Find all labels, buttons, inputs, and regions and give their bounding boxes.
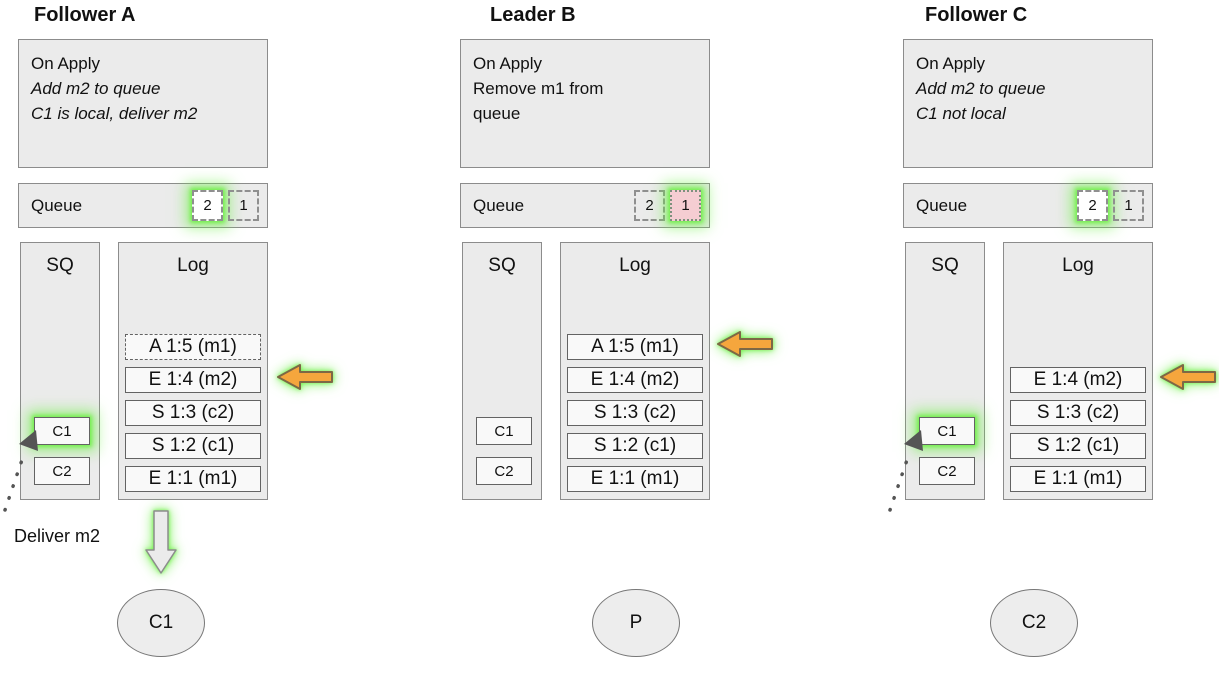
on-apply-line: On Apply <box>473 54 542 73</box>
node-follower-a: Follower A On Apply Add m2 to queue C1 i… <box>3 0 348 673</box>
sq-box: SQ C1 C2 <box>20 242 100 500</box>
client-circle: C1 <box>117 589 205 657</box>
replication-arrow-icon <box>1160 364 1216 390</box>
queue-box: Queue 2 1 <box>18 183 268 228</box>
sq-box: SQ C1 C2 <box>462 242 542 500</box>
sq-box: SQ C1 C2 <box>905 242 985 500</box>
local-client-arrow-icon <box>3 430 38 512</box>
on-apply-line: Add m2 to queue <box>916 79 1046 98</box>
queue-slot-2: 2 <box>1077 190 1108 221</box>
queue-box: Queue 2 1 <box>903 183 1153 228</box>
node-title: Leader B <box>490 4 576 26</box>
log-entry: S 1:3 (c2) <box>125 400 261 426</box>
queue-slot-1: 1 <box>1113 190 1144 221</box>
queue-slot-1: 1 <box>228 190 259 221</box>
on-apply-box: On Apply Add m2 to queue C1 not local <box>903 39 1153 168</box>
log-label: Log <box>1062 255 1094 276</box>
node-follower-c: Follower C On Apply Add m2 to queue C1 n… <box>888 0 1219 673</box>
log-box: Log A 1:5 (m1) E 1:4 (m2) S 1:3 (c2) S 1… <box>560 242 710 500</box>
log-entry: S 1:2 (c1) <box>567 433 703 459</box>
log-entry: E 1:4 (m2) <box>125 367 261 393</box>
on-apply-line: Remove m1 from <box>473 79 604 98</box>
log-entry: A 1:5 (m1) <box>567 334 703 360</box>
sq-item-c1: C1 <box>34 417 90 445</box>
on-apply-line: Add m2 to queue <box>31 79 161 98</box>
log-label: Log <box>619 255 651 276</box>
log-entry: S 1:2 (c1) <box>1010 433 1146 459</box>
queue-slot-2: 2 <box>634 190 665 221</box>
sq-label: SQ <box>46 255 74 276</box>
on-apply-line: C1 is local, deliver m2 <box>31 104 198 123</box>
log-label: Log <box>177 255 209 276</box>
queue-label: Queue <box>473 195 525 215</box>
sq-label: SQ <box>488 255 516 276</box>
sq-item-c2: C2 <box>34 457 90 485</box>
client-circle: P <box>592 589 680 657</box>
node-leader-b: Leader B On Apply Remove m1 from queue Q… <box>460 0 790 673</box>
queue-box: Queue 2 1 <box>460 183 710 228</box>
deliver-arrow-icon <box>145 510 177 574</box>
on-apply-line: On Apply <box>31 54 100 73</box>
sq-item-c1: C1 <box>919 417 975 445</box>
replication-arrow-icon <box>277 364 333 390</box>
log-box: Log E 1:4 (m2) S 1:3 (c2) S 1:2 (c1) E 1… <box>1003 242 1153 500</box>
log-entry: S 1:2 (c1) <box>125 433 261 459</box>
log-entry: S 1:3 (c2) <box>567 400 703 426</box>
node-title: Follower A <box>34 4 136 26</box>
sq-item-c2: C2 <box>476 457 532 485</box>
deliver-label: Deliver m2 <box>14 526 101 546</box>
log-entry: E 1:4 (m2) <box>1010 367 1146 393</box>
sq-label: SQ <box>931 255 959 276</box>
queue-slot-2: 2 <box>192 190 223 221</box>
local-client-arrow-icon <box>888 430 923 512</box>
client-circle: C2 <box>990 589 1078 657</box>
log-box: Log A 1:5 (m1) E 1:4 (m2) S 1:3 (c2) S 1… <box>118 242 268 500</box>
replication-arrow-icon <box>717 331 773 357</box>
log-entry: S 1:3 (c2) <box>1010 400 1146 426</box>
log-entry: E 1:1 (m1) <box>1010 466 1146 492</box>
log-entry: E 1:1 (m1) <box>125 466 261 492</box>
on-apply-line: On Apply <box>916 54 985 73</box>
log-entry: E 1:4 (m2) <box>567 367 703 393</box>
on-apply-line: C1 not local <box>916 104 1006 123</box>
node-title: Follower C <box>925 4 1028 26</box>
queue-slot-1: 1 <box>670 190 701 221</box>
queue-label: Queue <box>31 195 83 215</box>
log-entry: E 1:1 (m1) <box>567 466 703 492</box>
log-entry: A 1:5 (m1) <box>125 334 261 360</box>
queue-label: Queue <box>916 195 968 215</box>
on-apply-box: On Apply Add m2 to queue C1 is local, de… <box>18 39 268 168</box>
sq-item-c1: C1 <box>476 417 532 445</box>
on-apply-line: queue <box>473 104 521 123</box>
sq-item-c2: C2 <box>919 457 975 485</box>
on-apply-box: On Apply Remove m1 from queue <box>460 39 710 168</box>
